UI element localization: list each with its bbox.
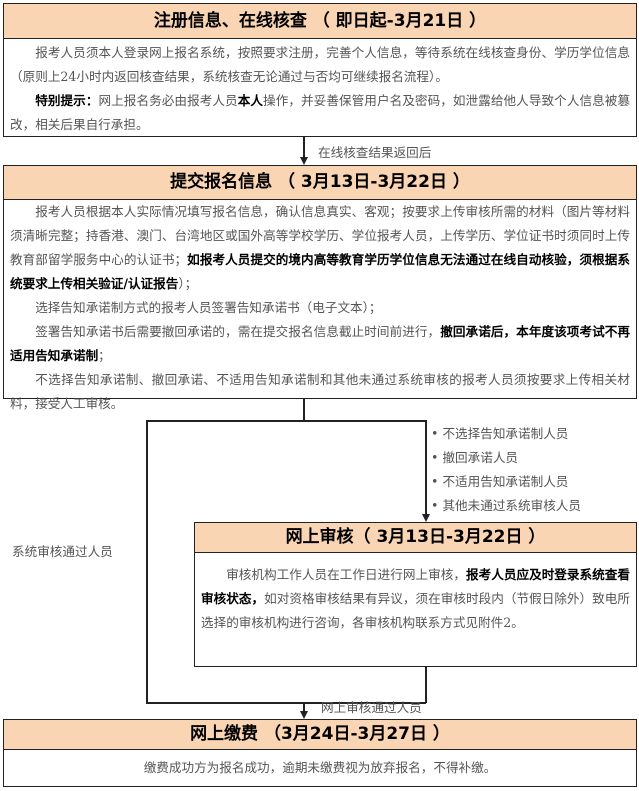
payment-text: 缴费成功方为报名成功，逾期未缴费视为放弃报名，不得补缴。: [143, 760, 497, 775]
t: ；: [98, 348, 111, 363]
t: 报考人员根据本人实际情况填写报名信息，确认信息真实、客观；按要求上传审核所需的材…: [10, 204, 630, 267]
connector: [146, 420, 426, 422]
t: 不选择告知承诺制人员: [442, 426, 569, 441]
branch-item: • 不选择告知承诺制人员: [431, 426, 569, 441]
arrow-head: [300, 157, 308, 165]
step-review: 网上审核（ 3月13日-3月22日 ） 审核机构工作人员在工作日进行网上审核，报…: [194, 522, 637, 667]
notice-text-2: 操作，并妥善保管用户名及密码，如泄露给他人导致个人信息被篡改，相关后果自行承担。: [10, 93, 631, 132]
step-payment-title: 网上缴费 （3月24日-3月27日 ）: [4, 720, 636, 750]
notice-label: 特别提示：: [35, 93, 99, 108]
arrow-label-2: 网上审核通过人员: [321, 700, 422, 715]
submit-text-2: 选择告知承诺制方式的报考人员签署告知承诺书（电子文本）；: [35, 300, 382, 315]
review-text: 审核机构工作人员在工作日进行网上审核，报考人员应及时登录系统查看审核状态，如对资…: [201, 563, 630, 635]
step-register-title: 注册信息、在线核查 （ 即日起-3月21日 ）: [4, 4, 636, 39]
branch-item: • 不适用告知承诺制人员: [431, 474, 569, 489]
t-bold: 撤回承诺后，本年度该项考试不再适用告知承诺制: [10, 324, 631, 363]
step-submit: 提交报名信息 （ 3月13日-3月22日 ） 报考人员根据本人实际情况填写报名信…: [3, 165, 637, 411]
connector: [425, 420, 427, 515]
submit-text-4: 不选择告知承诺制、撤回承诺、不适用告知承诺制和其他未通过系统审核的报考人员须按要…: [10, 372, 630, 411]
connector: [425, 666, 427, 703]
submit-text-3: 签署告知承诺书后需要撤回承诺的，需在提交报名信息截止时间前进行，撤回承诺后，本年…: [10, 320, 630, 368]
arrow-head: [300, 711, 308, 719]
step-submit-title: 提交报名信息 （ 3月13日-3月22日 ）: [4, 166, 636, 200]
connector: [146, 702, 426, 704]
t: 如对资格审核结果有异议，须在审核时段内（节假日除外）致电所选择的审核机构进行咨询…: [201, 591, 631, 630]
t: 撤回承诺人员: [442, 450, 518, 465]
connector: [146, 420, 148, 703]
connector: [303, 703, 305, 712]
submit-text-1: 报考人员根据本人实际情况填写报名信息，确认信息真实、客观；按要求上传审核所需的材…: [10, 200, 630, 296]
connector: [303, 137, 305, 157]
t-bold: 如报考人员提交的境内高等教育学历学位信息无法通过在线自动核验，须根据系统要求上传…: [10, 252, 631, 291]
notice-text: 网上报名务必由报考人员: [98, 93, 238, 108]
t-bold: 报考人员应及时登录系统查看审核状态，: [201, 567, 631, 606]
branch-left-label: 系统审核通过人员: [12, 544, 113, 559]
t: ）；: [178, 276, 198, 291]
notice-emph: 本人: [237, 93, 264, 108]
arrow-label-1: 在线核查结果返回后: [318, 145, 432, 160]
step-register-text: 报考人员须本人登录网上报名系统，按照要求注册，完善个人信息，等待系统在线核查身份…: [10, 45, 630, 84]
step-review-title: 网上审核（ 3月13日-3月22日 ）: [195, 523, 636, 553]
t: 签署告知承诺书后需要撤回承诺的，需在提交报名信息截止时间前进行，: [35, 324, 441, 339]
branch-item: • 撤回承诺人员: [431, 450, 518, 465]
connector: [303, 399, 305, 421]
t: 其他未通过系统审核人员: [442, 498, 581, 513]
branch-item: • 其他未通过系统审核人员: [431, 498, 581, 513]
t: 审核机构工作人员在工作日进行网上审核，: [226, 567, 466, 582]
step-payment: 网上缴费 （3月24日-3月27日 ） 缴费成功方为报名成功，逾期未缴费视为放弃…: [3, 719, 637, 787]
t: 不适用告知承诺制人员: [442, 474, 569, 489]
step-register: 注册信息、在线核查 （ 即日起-3月21日 ） 报考人员须本人登录网上报名系统，…: [3, 3, 637, 137]
arrow-head: [422, 514, 430, 522]
special-notice: 特别提示：网上报名务必由报考人员本人操作，并妥善保管用户名及密码，如泄露给他人导…: [10, 89, 630, 137]
